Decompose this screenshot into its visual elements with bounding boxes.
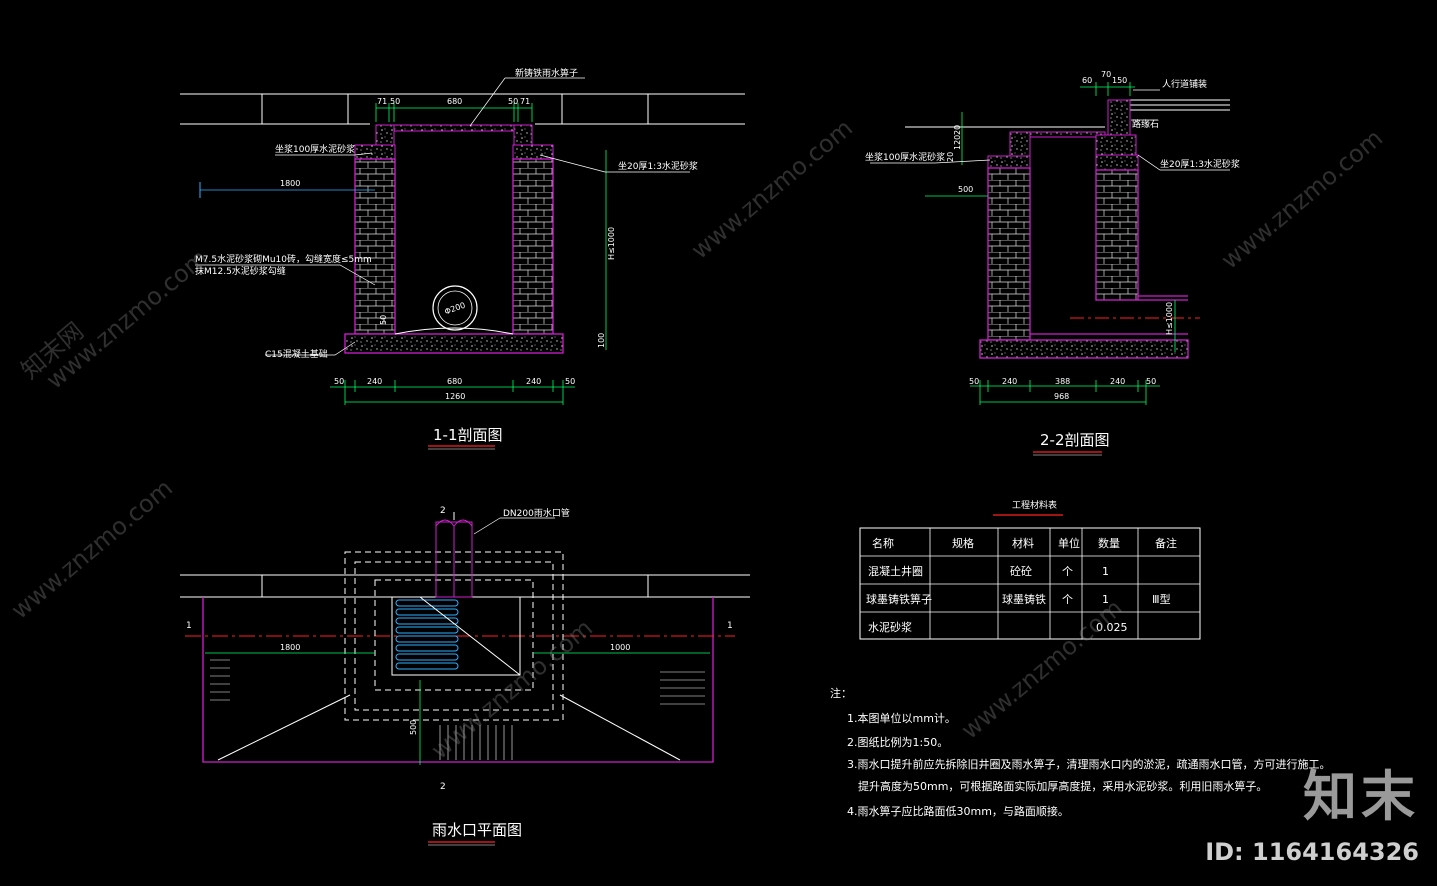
s22-label-mortar-top: 坐浆100厚水泥砂浆 [865,151,945,163]
dim-50: 50 [379,315,388,325]
notes-head: 注： [830,686,852,700]
plan-dim-500: 500 [409,720,418,735]
table-cell: 1 [1102,565,1109,578]
table-caption: 工程材料表 [1012,499,1057,511]
label-wall: M7.5水泥砂浆砌Mu10砖，勾缝宽度≤5mm [195,253,372,265]
note-2: 2.图纸比例为1:50。 [847,735,948,749]
dim-top-3: 680 [447,97,462,106]
table-cell: 1 [1102,593,1109,606]
dim-bot-5: 50 [565,377,575,386]
plan-sec1-left: 1 [186,621,192,631]
section-1-1: Φ200 71 50 680 50 71 50 240 680 [180,67,745,450]
plan-title: 雨水口平面图 [432,821,522,839]
s22-dim-top-2: 70 [1101,70,1111,79]
table-cell: 个 [1062,565,1073,578]
section-1-1-title: 1-1剖面图 [433,426,503,444]
dim-top-1: 71 [377,97,387,106]
table-cell: 球墨铸铁 [1002,592,1046,606]
table-cell: 个 [1062,593,1073,606]
watermark-text: www.znzmo.com [6,474,178,625]
label-base: C15混凝土基础 [265,348,328,360]
s22-dim-total: 968 [1054,392,1069,401]
table-header-spec: 规格 [952,536,974,550]
table-header-qty: 数量 [1098,537,1120,550]
s22-dim-top-3: 150 [1112,76,1127,85]
pipe-label: Φ200 [443,301,466,317]
plan-pipe-label: DN200雨水口管 [503,507,570,519]
dim-bot-3: 680 [447,377,462,386]
section-2-2-title: 2-2剖面图 [1040,431,1110,449]
dim-bot-2: 240 [367,377,382,386]
s22-label-mortar-right: 坐20厚1:3水泥砂浆 [1160,158,1240,170]
s22-dim-height: H≤1000 [1165,302,1174,335]
s22-dim-bot-5: 50 [1146,377,1156,386]
watermark-text: www.znzmo.com [686,114,858,265]
dim-top-5: 71 [520,97,530,106]
table-header-note: 备注 [1155,536,1177,550]
dim-bot-1: 50 [334,377,344,386]
plan-dim-left: 1800 [280,643,300,652]
label-mortar-right: 坐20厚1:3水泥砂浆 [618,160,698,172]
dim-left: 1800 [280,179,300,188]
logo-text: 知末 [1303,765,1419,828]
section-2-2: 60 70 150 20 120 20 500 50 240 388 240 5… [865,70,1240,456]
dim-total: 1260 [445,392,465,401]
material-table: 工程材料表 名称 规格 材料 单位 数量 备注 混凝土井圈 砼砼 个 1 球墨铸… [859,499,1201,640]
s22-dim-bot-3: 388 [1055,377,1070,386]
plan-sec2-bot: 2 [440,782,446,792]
label-mortar-top: 坐浆100厚水泥砂浆 [275,143,355,155]
plan-view: 1 1 DN200雨水口管 2 2 [180,506,750,846]
watermark-text: www.znzmo.com [956,594,1128,745]
watermarks: www.znzmo.com 知末网 www.znzmo.com www.znzm… [6,114,1388,765]
s22-dim-v3: 20 [946,152,955,162]
label-grate: 新铸铁雨水箅子 [515,67,578,79]
brand-logo: 知末 ID: 1164164326 [1205,765,1419,867]
s22-dim-v1: 20 [953,125,962,135]
s22-dim-v2: 120 [953,135,962,150]
note-1: 1.本图单位以mm计。 [847,711,956,725]
label-plaster: 抹M12.5水泥砂浆勾缝 [195,265,286,277]
plan-dim-right: 1000 [610,643,630,652]
table-header-name: 名称 [872,536,894,550]
watermark-text: www.znzmo.com [1216,124,1388,275]
plan-sec2-top: 2 [440,506,446,516]
s22-dim-top-1: 60 [1082,76,1092,85]
notes: 注： 1.本图单位以mm计。 2.图纸比例为1:50。 3.雨水口提升前应先拆除… [830,686,1331,818]
watermark-text: www.znzmo.com [41,244,213,395]
dim-height: H≤1000 [607,227,616,260]
dim-bot-4: 240 [526,377,541,386]
table-cell: Ⅲ型 [1152,592,1171,606]
table-header-material: 材料 [1012,536,1034,550]
s22-dim-bot-4: 240 [1110,377,1125,386]
dim-top-4: 50 [508,97,518,106]
note-3b: 提升高度为50mm，可根据路面实际加厚高度提，采用水泥砂浆。利用旧雨水箅子。 [858,779,1267,793]
note-4: 4.雨水箅子应比路面低30mm，与路面顺接。 [847,804,1069,818]
s22-dim-left: 500 [958,185,973,194]
table-cell: 球墨铸铁箅子 [866,592,932,606]
table-header-unit: 单位 [1058,536,1080,550]
s22-label-curb: 人行道铺装 [1162,78,1207,90]
table-cell: 水泥砂浆 [868,620,912,634]
note-3: 3.雨水口提升前应先拆除旧井圈及雨水箅子，清理雨水口内的淤泥，疏通雨水口管，方可… [847,757,1331,771]
dim-100: 100 [597,333,606,348]
table-cell: 0.025 [1096,621,1128,634]
dim-top-2: 50 [390,97,400,106]
s22-label-kerb: 路缘石 [1132,118,1159,130]
s22-dim-bot-1: 50 [969,377,979,386]
image-id-label: ID: 1164164326 [1205,838,1419,866]
table-cell: 砼砼 [1010,565,1032,578]
plan-sec1-right: 1 [727,621,733,631]
table-cell: 混凝土井圈 [868,564,923,578]
s22-dim-bot-2: 240 [1002,377,1017,386]
